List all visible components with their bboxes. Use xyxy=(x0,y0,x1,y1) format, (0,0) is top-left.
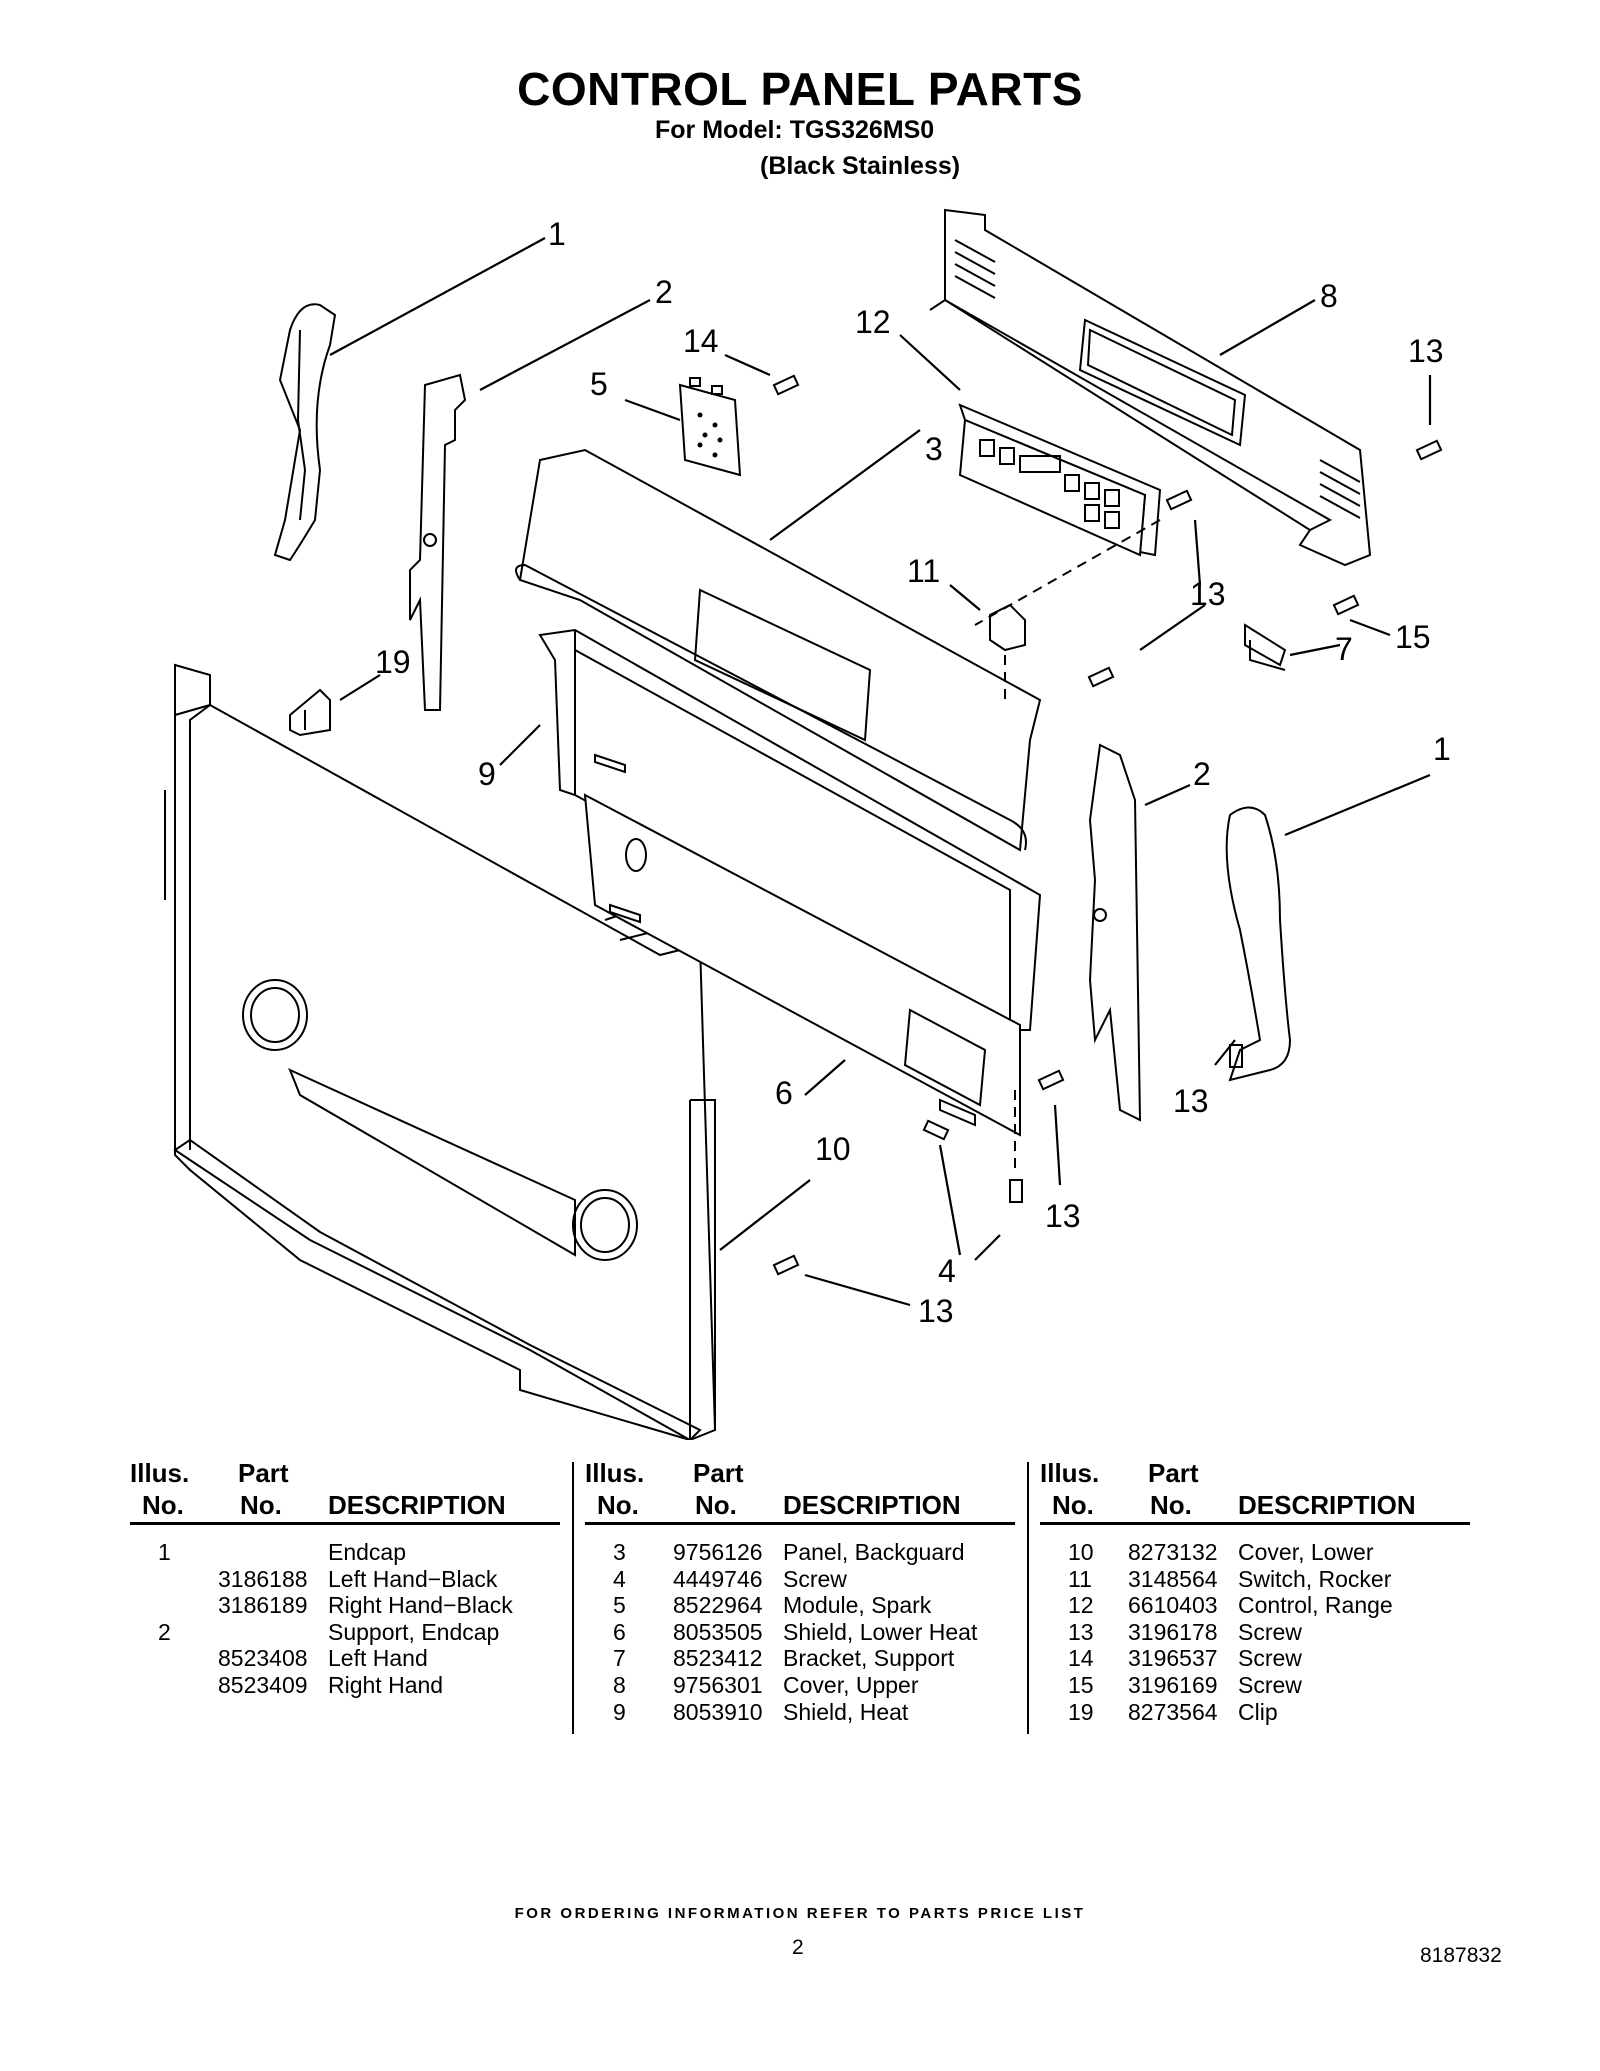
left-support-part xyxy=(409,373,467,711)
callout-9: 9 xyxy=(478,756,496,792)
page-number: 2 xyxy=(792,1936,804,1959)
callout-2-right: 2 xyxy=(1193,756,1211,792)
parts-table-header: Illus. No. Part No. DESCRIPTION xyxy=(585,1458,1015,1525)
header-part-no: No. xyxy=(240,1490,282,1520)
right-support-part xyxy=(1088,743,1142,1122)
parts-table-header: Illus. No. Part No. DESCRIPTION xyxy=(1040,1458,1470,1525)
callout-numbers: 1 2 14 12 8 13 5 3 11 13 15 7 19 9 2 1 6… xyxy=(375,216,1451,1329)
callout-5: 5 xyxy=(590,366,608,402)
callout-7: 7 xyxy=(1335,631,1353,667)
column-divider xyxy=(1027,1462,1029,1734)
callout-15: 15 xyxy=(1395,619,1431,655)
backguard-panel-part xyxy=(515,448,1042,852)
callout-8: 8 xyxy=(1320,278,1338,314)
callout-10: 10 xyxy=(815,1131,851,1167)
header-part: Part xyxy=(693,1458,744,1488)
header-part: Part xyxy=(1148,1458,1199,1488)
callout-1-right: 1 xyxy=(1433,731,1451,767)
page-title: CONTROL PANEL PARTS xyxy=(517,63,1083,115)
header-illus-no: No. xyxy=(1052,1490,1094,1520)
range-control-part xyxy=(958,403,1162,557)
bracket-support-part xyxy=(1244,623,1287,671)
upper-cover-part xyxy=(929,208,1372,567)
left-endcap-part xyxy=(273,303,337,562)
header-illus: Illus. xyxy=(585,1458,645,1488)
exploded-parts-diagram: 1 2 14 12 8 13 5 3 11 13 15 7 19 9 2 1 6… xyxy=(164,208,1451,1440)
header-description: DESCRIPTION xyxy=(1238,1490,1416,1520)
right-endcap-part xyxy=(1225,806,1292,1082)
callout-6: 6 xyxy=(775,1075,793,1111)
color-subtitle: (Black Stainless) xyxy=(760,152,961,180)
lower-heat-shield-part xyxy=(583,793,1021,1137)
callout-11: 11 xyxy=(907,553,940,589)
ordering-note: FOR ORDERING INFORMATION REFER TO PARTS … xyxy=(514,1905,1086,1922)
header-description: DESCRIPTION xyxy=(783,1490,961,1520)
clip-part xyxy=(289,688,331,737)
model-subtitle: For Model: TGS326MS0 xyxy=(655,116,935,144)
header-illus-no: No. xyxy=(597,1490,639,1520)
callout-19: 19 xyxy=(375,644,411,680)
parts-table-header: Illus. No. Part No. DESCRIPTION xyxy=(130,1458,560,1525)
callout-13-lower-right: 13 xyxy=(1045,1198,1081,1234)
callout-1-top: 1 xyxy=(548,216,566,252)
header-illus-no: No. xyxy=(142,1490,184,1520)
header-part-no: No. xyxy=(1150,1490,1192,1520)
header-part-no: No. xyxy=(695,1490,737,1520)
callout-2-left: 2 xyxy=(655,274,673,310)
header-description: DESCRIPTION xyxy=(328,1490,506,1520)
rocker-switch-part xyxy=(989,603,1026,652)
callout-13-bottom: 13 xyxy=(918,1293,954,1329)
callout-leaders xyxy=(329,237,1432,1307)
header-illus: Illus. xyxy=(1040,1458,1100,1488)
callout-4: 4 xyxy=(938,1253,956,1289)
header-illus: Illus. xyxy=(130,1458,190,1488)
header-part: Part xyxy=(238,1458,289,1488)
callout-14: 14 xyxy=(683,323,719,359)
callout-13-endcap: 13 xyxy=(1173,1083,1209,1119)
callout-12: 12 xyxy=(855,304,891,340)
spark-module-part xyxy=(678,377,742,477)
column-divider xyxy=(572,1462,574,1734)
callout-13-top-right: 13 xyxy=(1408,333,1444,369)
callout-13-mid: 13 xyxy=(1190,576,1226,612)
callout-3: 3 xyxy=(925,431,943,467)
lower-cover-part xyxy=(164,663,717,1440)
screw-icons xyxy=(772,374,1443,1276)
document-number: 8187832 xyxy=(1420,1944,1502,1967)
